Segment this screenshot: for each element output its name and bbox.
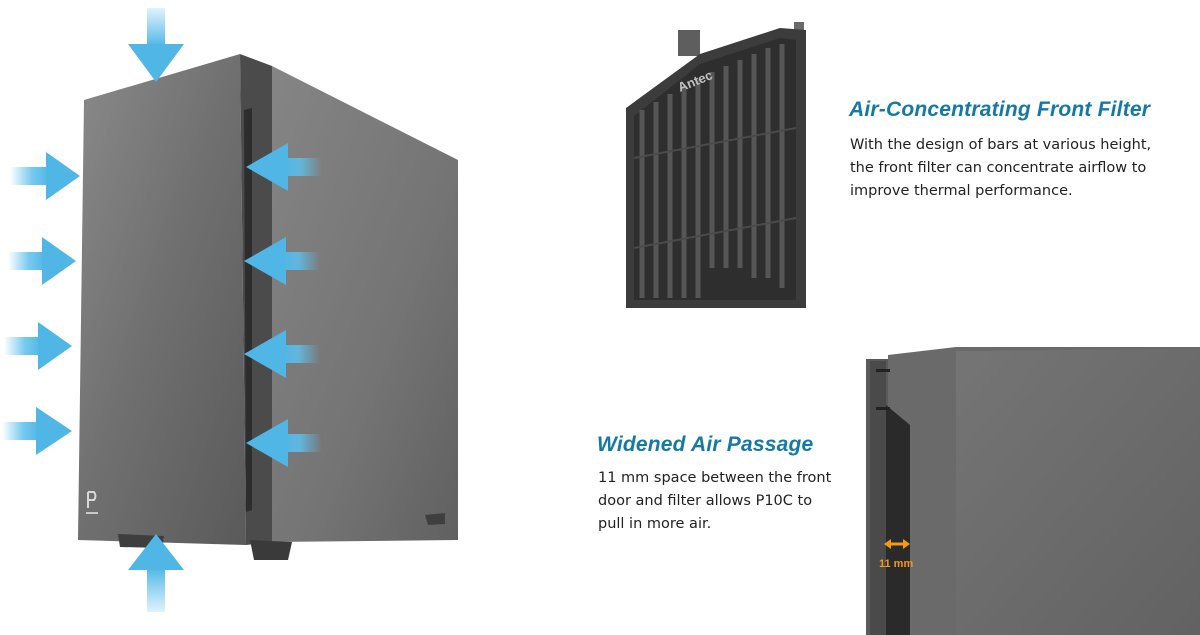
case-side-panel [272, 66, 458, 542]
description-line: 11 mm space between the front [598, 470, 832, 486]
description-line: pull in more air. [598, 516, 712, 532]
front-intake-arrow-icon [4, 322, 72, 370]
gap-intake-arrow-icon [244, 330, 320, 378]
top-intake-arrow-icon [128, 8, 184, 82]
description-line: With the design of bars at various heigh… [850, 137, 1152, 153]
filter-feature-description: With the design of bars at various heigh… [850, 134, 1151, 203]
air-passage-closeup-image [866, 347, 1200, 635]
passage-feature-description: 11 mm space between the front door and f… [598, 467, 831, 536]
case-front-door [78, 54, 246, 545]
description-line: door and filter allows P10C to [598, 493, 813, 509]
front-intake-arrow-icon [8, 237, 76, 285]
gap-measure-arrow-icon [884, 539, 910, 549]
p-series-logo [86, 491, 98, 514]
description-line: the front filter can concentrate airflow… [850, 160, 1147, 176]
front-intake-arrow-icon [10, 152, 80, 200]
front-filter-image: Antec [626, 22, 806, 308]
case-foot [425, 513, 445, 525]
case-foot [250, 540, 292, 560]
case-airflow-illustration [2, 8, 458, 612]
passage-feature-title: Widened Air Passage [597, 433, 814, 456]
gap-measure-label: 11 mm [879, 558, 914, 570]
front-intake-arrow-icon [2, 407, 72, 455]
bottom-intake-arrow-icon [128, 534, 184, 612]
gap-intake-arrow-icon [246, 419, 322, 467]
gap-intake-arrow-icon [244, 237, 320, 285]
filter-feature-title: Air-Concentrating Front Filter [849, 98, 1151, 121]
description-line: improve thermal performance. [850, 183, 1073, 199]
gap-intake-arrow-icon [246, 143, 322, 191]
